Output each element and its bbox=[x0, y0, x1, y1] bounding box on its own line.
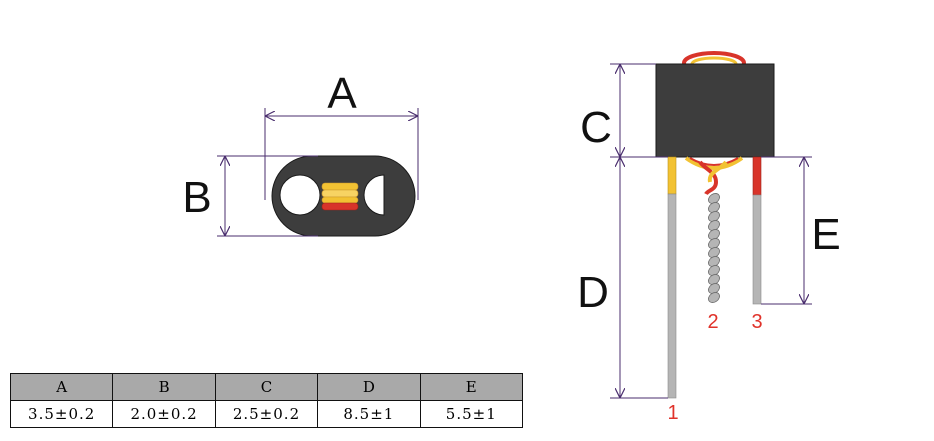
dimension-e-label: E bbox=[811, 210, 840, 259]
spec-header-d: D bbox=[317, 373, 421, 401]
pin-1-label: 1 bbox=[667, 402, 678, 424]
spec-value-d: 8.5±1 bbox=[317, 400, 421, 428]
pin-3-label: 3 bbox=[751, 311, 762, 333]
spec-value-b: 2.0±0.2 bbox=[112, 400, 216, 428]
core-side-view bbox=[655, 63, 775, 158]
dimension-d: D bbox=[577, 158, 668, 399]
spec-header-b: B bbox=[112, 373, 216, 401]
spec-value-a: 3.5±0.2 bbox=[9, 400, 114, 428]
spec-header-a: A bbox=[9, 373, 114, 401]
dimension-d-label: D bbox=[577, 268, 609, 317]
spec-header-c: C bbox=[214, 373, 319, 401]
dimension-a: A bbox=[264, 69, 419, 200]
spec-value-e: 5.5±1 bbox=[419, 400, 524, 428]
side-view: C D E 1 2 3 bbox=[577, 51, 841, 424]
dimension-a-label: A bbox=[327, 69, 357, 118]
lead-pin-2-twisted bbox=[698, 160, 728, 303]
dimension-e: E bbox=[761, 156, 841, 305]
dimension-b-label: B bbox=[182, 173, 211, 222]
spec-header-e: E bbox=[419, 373, 524, 401]
dimension-c-label: C bbox=[580, 103, 612, 152]
top-view: A B bbox=[182, 69, 419, 237]
coil-windings bbox=[321, 182, 359, 211]
spec-header-row: A B C D E bbox=[9, 373, 524, 401]
lead-pin-1 bbox=[667, 156, 677, 399]
spec-value-c: 2.5±0.2 bbox=[214, 400, 319, 428]
dimension-b: B bbox=[182, 155, 318, 237]
dimension-spec-table: A B C D E 3.5±0.2 2.0±0.2 2.5±0.2 8.5±1 … bbox=[9, 373, 524, 428]
dimension-c: C bbox=[580, 63, 668, 158]
pin-2-label: 2 bbox=[707, 311, 718, 333]
lead-pin-3 bbox=[752, 156, 762, 305]
spec-value-row: 3.5±0.2 2.0±0.2 2.5±0.2 8.5±1 5.5±1 bbox=[9, 400, 524, 428]
